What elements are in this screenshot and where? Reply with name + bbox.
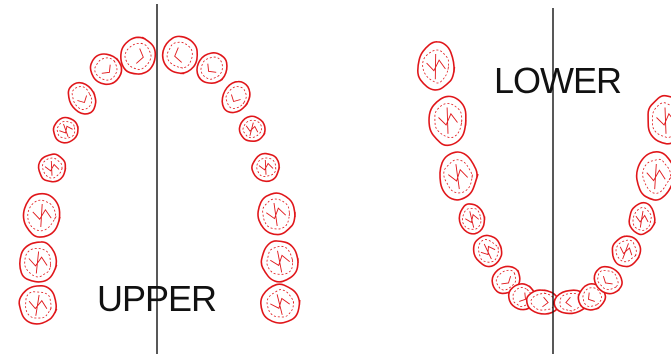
upper-tooth: [196, 51, 228, 84]
upper-arch-label: UPPER: [97, 278, 216, 319]
lower-tooth: [577, 283, 607, 311]
upper-tooth: [257, 192, 296, 236]
upper-tooth: [120, 36, 157, 75]
upper-tooth: [238, 115, 266, 143]
upper-tooth: [221, 80, 251, 114]
lower-tooth: [647, 94, 671, 145]
upper-tooth: [260, 240, 299, 283]
upper-tooth: [259, 283, 301, 324]
upper-arch: [18, 35, 301, 325]
lower-tooth: [458, 203, 486, 235]
lower-tooth: [416, 41, 456, 91]
lower-tooth: [611, 235, 642, 268]
lower-tooth: [635, 151, 671, 201]
lower-tooth: [428, 95, 467, 147]
upper-tooth: [37, 153, 67, 183]
lower-tooth: [628, 201, 656, 236]
upper-tooth: [161, 35, 199, 75]
lower-tooth: [439, 151, 479, 201]
upper-tooth: [89, 53, 123, 86]
lower-tooth: [593, 265, 623, 295]
upper-tooth: [67, 81, 97, 115]
upper-tooth: [251, 152, 281, 183]
lower-tooth: [472, 234, 503, 268]
lower-arch-label: LOWER: [494, 60, 621, 101]
upper-tooth: [52, 116, 79, 144]
upper-tooth: [22, 192, 61, 238]
upper-tooth: [18, 284, 58, 325]
lower-arch: [416, 41, 671, 315]
upper-tooth: [18, 241, 58, 283]
